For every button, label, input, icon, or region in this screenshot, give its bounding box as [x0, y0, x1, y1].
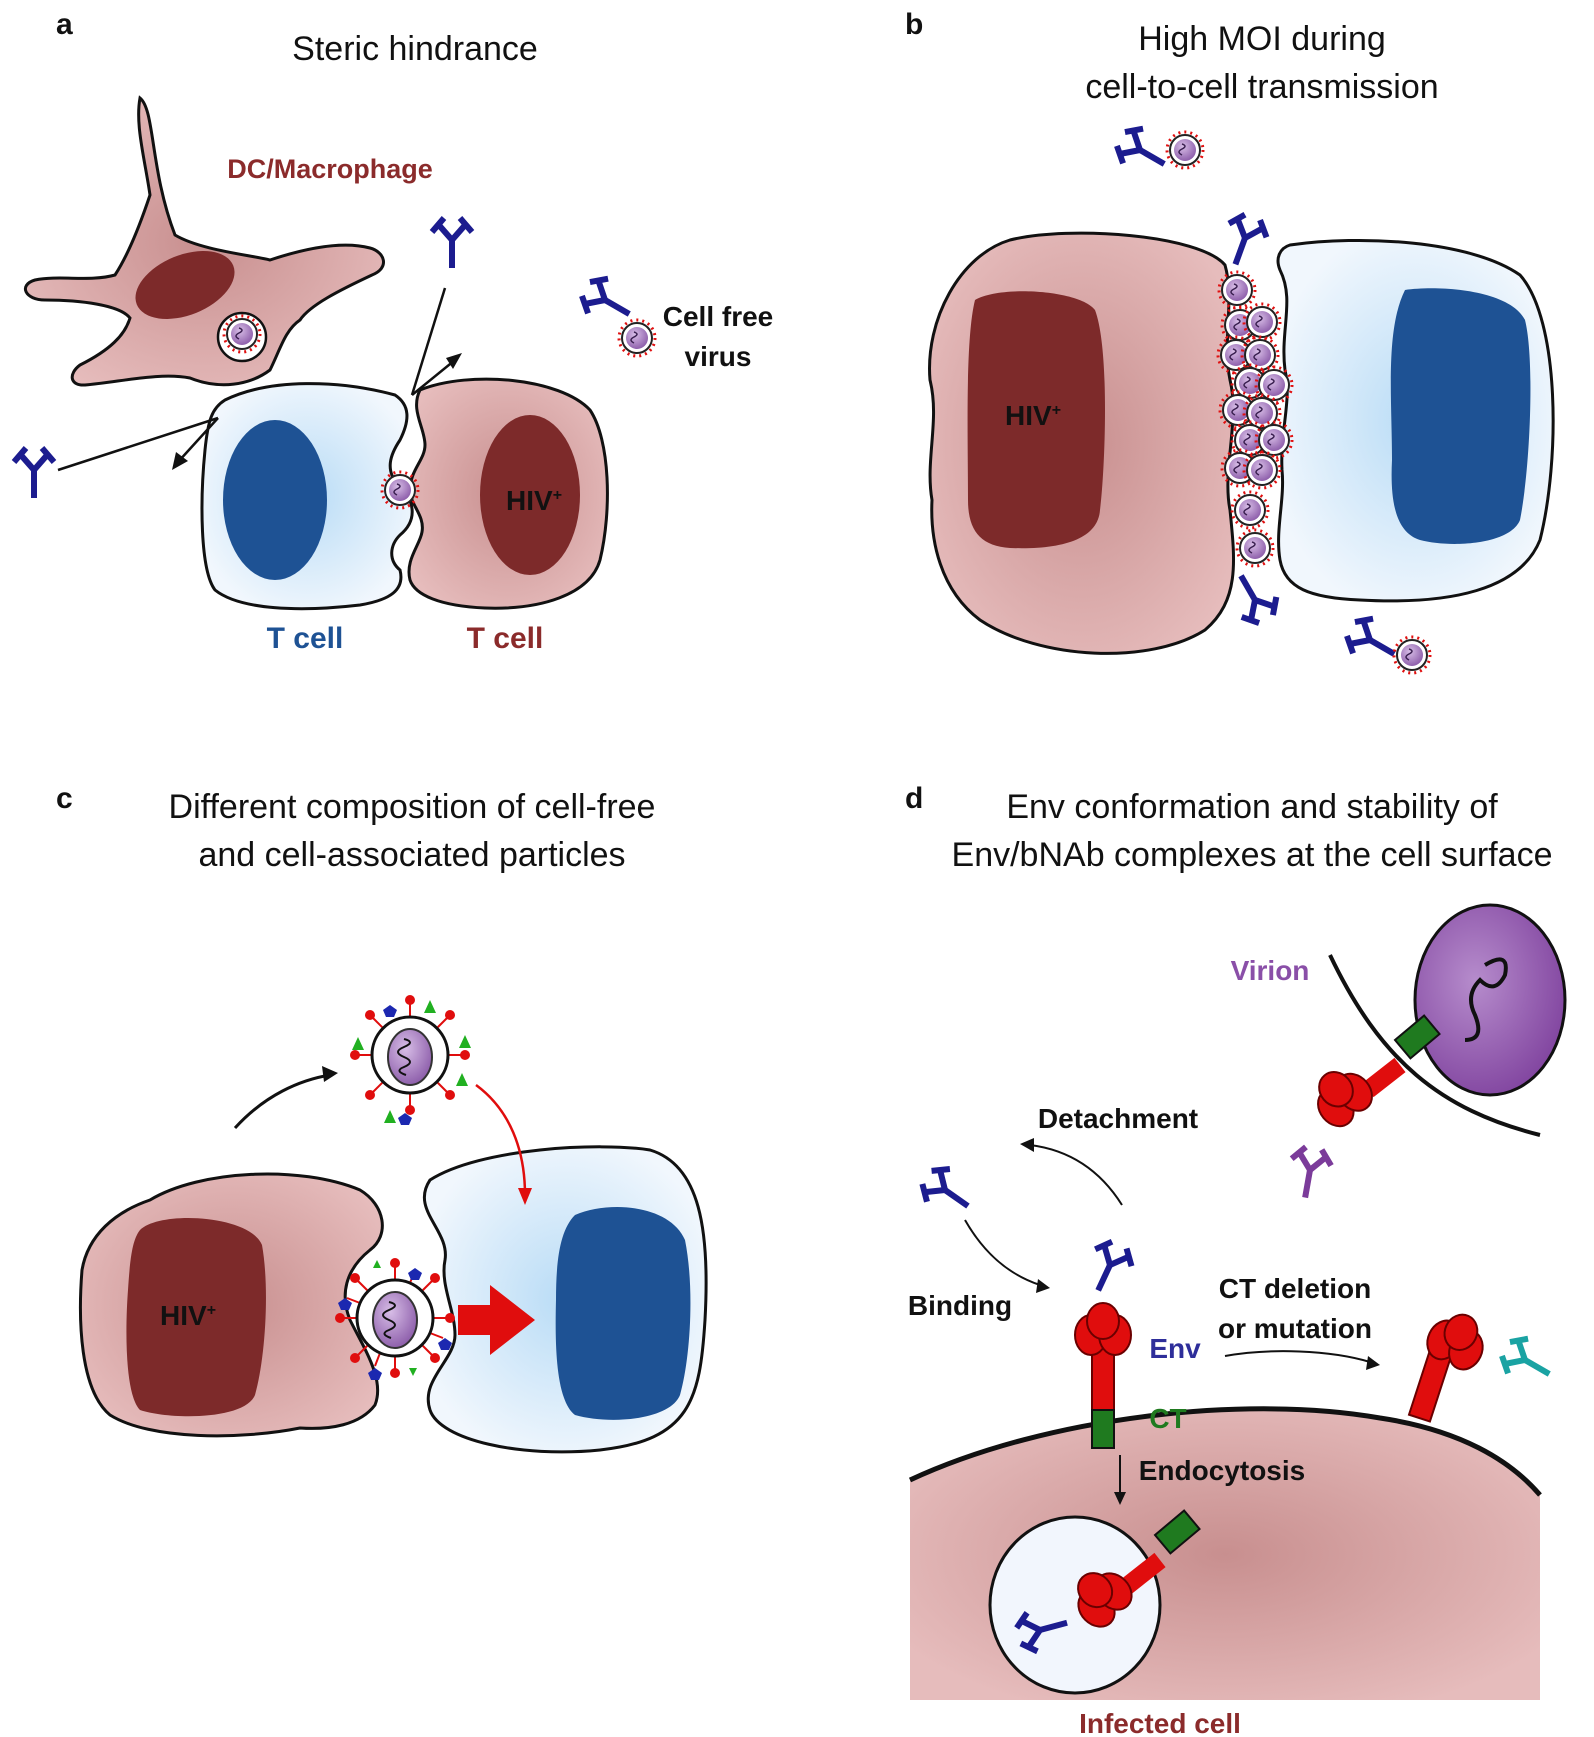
panel-c-hiv-label: HIV+: [160, 1300, 216, 1331]
panel-c-letter: c: [56, 782, 73, 815]
dc-macrophage-cell: [23, 95, 385, 387]
panel-a-letter: a: [56, 8, 73, 41]
d-teal-antibody: [1496, 1332, 1559, 1392]
panel-a-title: Steric hindrance: [292, 30, 538, 68]
d-endosome: [988, 1515, 1162, 1695]
detachment-label: Detachment: [1038, 1103, 1198, 1134]
d-bound-antibody: [1080, 1237, 1137, 1299]
ct-deletion-line2: or mutation: [1218, 1313, 1372, 1344]
cell-free-label-line2: virus: [685, 341, 752, 372]
d-env-trimer: [1074, 1302, 1132, 1356]
ct-label: CT: [1149, 1403, 1186, 1434]
dc-nucleus: [135, 251, 235, 319]
b-target-nucleus: [1390, 288, 1531, 544]
c-transmission-arrow: [458, 1285, 535, 1355]
t-cell-right-label: T cell: [467, 622, 544, 655]
infected-cell-label: Infected cell: [1079, 1708, 1241, 1737]
env-label: Env: [1149, 1333, 1201, 1364]
b-infected-nucleus: [967, 291, 1105, 549]
panel-a-arrows: [57, 287, 456, 472]
antibody-left: [14, 448, 54, 498]
d-virion-rna: [1464, 957, 1508, 1042]
panel-a: a Steric hindrance DC/Macrophage HIV+ Ce…: [14, 8, 773, 655]
panel-a-hiv-label: HIV+: [506, 485, 562, 516]
panel-d-title-line2: Env/bNAb complexes at the cell surface: [952, 836, 1553, 874]
b-free-virus-top: [1165, 130, 1205, 170]
panel-c: c Different composition of cell-free and…: [56, 782, 708, 1454]
d-mutant-env-stalk: [1407, 1348, 1453, 1423]
d-virion-env-stalk: [1362, 1057, 1406, 1098]
d-env-stalk: [1091, 1344, 1115, 1416]
d-virion-membrane: [1328, 954, 1541, 1137]
c-cell-associated-virion: [335, 1258, 455, 1380]
c-cell-free-virion: [350, 995, 471, 1125]
panel-c-title-line2: and cell-associated particles: [198, 836, 625, 874]
t-cell-nucleus: [223, 420, 327, 580]
t-cell-infected-nucleus: [480, 415, 580, 575]
panel-b: b High MOI during cell-to-cell transmiss…: [905, 8, 1555, 675]
panel-b-title-line2: cell-to-cell transmission: [1085, 68, 1438, 106]
c-infection-arrow: [475, 1083, 527, 1196]
c-release-arrow: [233, 1073, 331, 1130]
dc-macrophage-label: DC/Macrophage: [227, 154, 433, 184]
panel-b-letter: b: [905, 8, 923, 41]
d-virion-env-trimer: [1301, 1056, 1381, 1135]
d-virion-core: [1413, 903, 1567, 1097]
d-endosome-ct: [1153, 1509, 1201, 1555]
panel-d-letter: d: [905, 782, 923, 815]
b-antibody-top-left: [1111, 122, 1174, 182]
panel-d-title-line1: Env conformation and stability of: [1006, 788, 1498, 826]
panel-b-hiv-label: HIV+: [1005, 400, 1061, 431]
antibody-top: [432, 218, 472, 268]
panel-b-title-line1: High MOI during: [1138, 20, 1386, 58]
panel-c-title-line1: Different composition of cell-free: [169, 788, 656, 826]
panel-d: d Env conformation and stability of Env/…: [905, 782, 1567, 1737]
d-virion-ct: [1393, 1014, 1441, 1060]
t-cell-left-label: T cell: [267, 622, 344, 655]
c-infected-nucleus: [126, 1218, 266, 1417]
binding-label: Binding: [908, 1290, 1012, 1321]
c-target-nucleus: [555, 1207, 691, 1420]
cell-free-label-line1: Cell free: [663, 301, 774, 332]
virion-label: Virion: [1231, 955, 1310, 986]
d-purple-antibody: [1285, 1145, 1333, 1201]
antibody-cell-free: [576, 272, 639, 332]
d-env-ct: [1091, 1409, 1115, 1449]
b-free-virus-bottom: [1392, 635, 1432, 675]
endocytosis-label: Endocytosis: [1139, 1455, 1305, 1486]
d-detached-antibody: [916, 1161, 980, 1222]
ct-deletion-line1: CT deletion: [1219, 1273, 1371, 1304]
cell-free-virus-particle: [617, 318, 657, 358]
b-antibody-top: [1217, 210, 1272, 271]
